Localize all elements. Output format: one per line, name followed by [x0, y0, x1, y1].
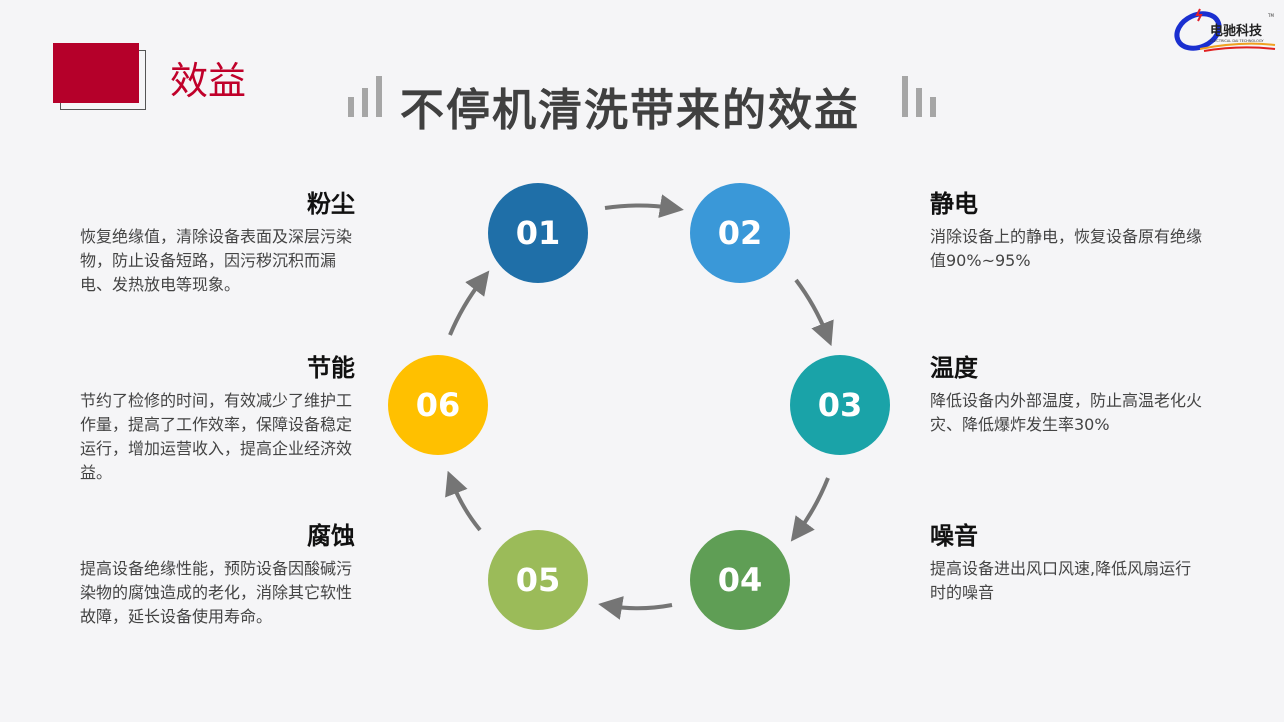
arrow-03-04 — [790, 477, 830, 542]
step-circle-04: 04 — [690, 530, 790, 630]
benefit-static: 静电 消除设备上的静电，恢复设备原有绝缘值90%~95% — [930, 184, 1205, 273]
benefit-title: 静电 — [930, 190, 978, 218]
arrow-05-06 — [445, 470, 482, 532]
logo-text: 电驰科技 — [1210, 23, 1263, 39]
title-decoration — [902, 76, 908, 117]
benefit-desc: 提高设备绝缘性能，预防设备因酸碱污染物的腐蚀造成的老化，消除其它软性故障，延长设… — [80, 559, 353, 626]
benefit-desc: 降低设备内外部温度，防止高温老化火灾、降低爆炸发生率30% — [930, 391, 1203, 434]
title-decoration — [916, 88, 922, 117]
benefit-temperature: 温度 降低设备内外部温度，防止高温老化火灾、降低爆炸发生率30% — [930, 348, 1205, 437]
section-label: 效益 — [170, 59, 247, 103]
page-title: 不停机清洗带来的效益 — [400, 85, 860, 136]
title-decoration — [376, 76, 382, 117]
benefit-title: 腐蚀 — [307, 522, 355, 550]
benefit-energy: 节能 节约了检修的时间，有效减少了维护工作量，提高了工作效率，保障设备稳定运行，… — [80, 348, 355, 485]
arrow-06-01 — [448, 270, 490, 336]
svg-text:TM: TM — [1267, 13, 1274, 18]
arrow-04-05 — [598, 596, 673, 620]
benefit-desc: 提高设备进出风口风速,降低风扇运行时的噪音 — [930, 559, 1192, 602]
arrow-01-02 — [604, 194, 684, 219]
step-circle-06: 06 — [388, 355, 488, 455]
benefit-dust: 粉尘 恢复绝缘值，清除设备表面及深层污染物，防止设备短路，因污秽沉积而漏电、发热… — [80, 184, 355, 297]
step-circle-03: 03 — [790, 355, 890, 455]
benefit-title: 噪音 — [930, 522, 978, 550]
arrow-02-03 — [794, 278, 834, 347]
svg-text:ELECTRICAL DAI TECHNOLOGY: ELECTRICAL DAI TECHNOLOGY — [1210, 39, 1264, 43]
step-circle-02: 02 — [690, 183, 790, 283]
step-circle-05: 05 — [488, 530, 588, 630]
benefit-corrosion: 腐蚀 提高设备绝缘性能，预防设备因酸碱污染物的腐蚀造成的老化，消除其它软性故障，… — [80, 516, 355, 629]
title-decoration — [348, 97, 354, 117]
company-logo: 电驰科技 ELECTRICAL DAI TECHNOLOGY TM — [1170, 5, 1278, 55]
benefit-desc: 消除设备上的静电，恢复设备原有绝缘值90%~95% — [930, 227, 1203, 270]
benefit-title: 温度 — [930, 354, 978, 382]
title-decoration — [930, 97, 936, 117]
benefit-desc: 恢复绝缘值，清除设备表面及深层污染物，防止设备短路，因污秽沉积而漏电、发热放电等… — [80, 227, 353, 294]
section-marker — [53, 43, 139, 103]
benefit-noise: 噪音 提高设备进出风口风速,降低风扇运行时的噪音 — [930, 516, 1205, 605]
benefit-title: 节能 — [307, 354, 355, 382]
step-circle-01: 01 — [488, 183, 588, 283]
benefit-desc: 节约了检修的时间，有效减少了维护工作量，提高了工作效率，保障设备稳定运行，增加运… — [80, 391, 353, 482]
benefit-title: 粉尘 — [307, 190, 355, 218]
title-decoration — [362, 88, 368, 117]
